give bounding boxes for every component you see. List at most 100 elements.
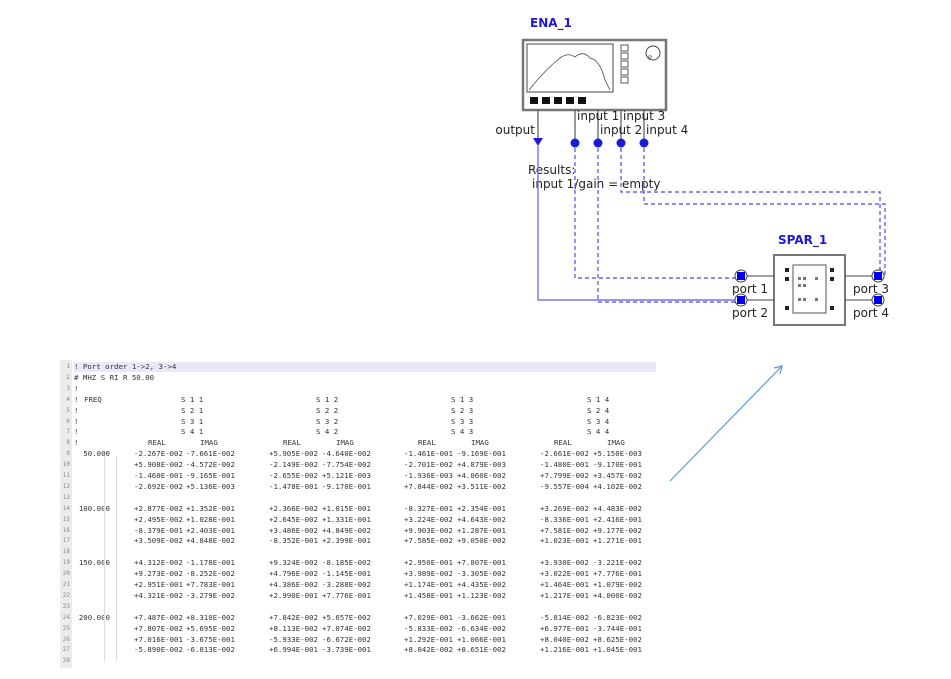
real-value: +7.016E-001 [134, 634, 183, 644]
real-value: +2.877E-002 [134, 503, 183, 513]
port-2-label: port 2 [732, 306, 768, 320]
spar-component[interactable] [746, 254, 873, 326]
spar-ports[interactable] [734, 269, 885, 307]
data-row: 100.000+2.877E-002+1.352E-001+2.366E-002… [74, 504, 656, 514]
line-number: 9 [66, 450, 70, 458]
pin-label-input-1: input 1 [577, 109, 619, 123]
real-value: +7.807E-002 [134, 623, 183, 633]
imag-value: -9.170E-001 [322, 481, 371, 491]
results-label: Results: [528, 163, 575, 177]
imag-header: IMAG [336, 438, 354, 448]
editor-line: # MHZ S RI R 50.00 [74, 373, 656, 383]
pin-label-input-2: input 2 [600, 123, 642, 137]
port-1-label: port 1 [732, 282, 768, 296]
real-value: -2.701E-002 [404, 460, 453, 470]
imag-value: -3.739E-001 [322, 645, 371, 655]
imag-value: -4.572E-002 [186, 460, 235, 470]
data-row: +9.273E-002-8.252E-002+4.796E-002-1.145E… [74, 569, 656, 579]
header-line: # MHZ S RI R 50.00 [74, 372, 155, 382]
line-number: 20 [62, 570, 70, 578]
imag-header: IMAG [471, 438, 489, 448]
real-value: +2.951E-001 [134, 580, 183, 589]
line-number-gutter [60, 360, 72, 668]
line-number: 12 [62, 482, 70, 490]
data-row: +3.509E-002+4.848E-002-8.352E-001+2.399E… [74, 536, 656, 546]
param-header: S 3 3 [451, 416, 474, 426]
ena-instrument[interactable] [521, 38, 668, 112]
data-row: 50.000-2.267E-002-7.661E-002+5.905E-002-… [74, 449, 656, 459]
real-value: +7.844E-002 [404, 481, 453, 491]
line-number: 16 [62, 526, 70, 534]
real-value: -2.149E-002 [269, 460, 318, 470]
imag-value: -6.823E-002 [593, 612, 642, 622]
real-value: -1.461E-001 [404, 449, 453, 459]
imag-value: +5.136E-003 [186, 481, 235, 491]
imag-value: +8.310E-002 [186, 612, 235, 622]
data-row: +2.951E-001+7.783E-001+4.386E-002-3.288E… [74, 580, 656, 590]
editor-line [74, 493, 656, 503]
editor-line: ! Port order 1->2, 3->4 [74, 362, 656, 372]
imag-value: +3.457E-002 [593, 471, 642, 480]
imag-value: +7.776E-001 [322, 590, 371, 600]
real-value: +7.487E-002 [134, 612, 183, 622]
imag-value: -3.744E-001 [593, 623, 642, 633]
real-value: +4.796E-002 [269, 569, 318, 579]
imag-value: +7.776E-001 [593, 569, 642, 579]
imag-value: +2.416E-001 [593, 514, 642, 524]
imag-value: -1.145E-001 [322, 569, 371, 579]
line-number: 28 [62, 657, 70, 665]
imag-value: -6.813E-002 [186, 645, 235, 655]
comment-mark: ! [74, 416, 79, 426]
real-value: +1.023E-001 [540, 536, 589, 546]
line-number: 13 [62, 493, 70, 501]
imag-value: -9.170E-001 [593, 460, 642, 470]
imag-value: +4.643E-002 [457, 514, 506, 524]
real-value: -5.833E-002 [404, 623, 453, 633]
wires[interactable] [537, 146, 886, 303]
imag-value: +8.651E-002 [457, 645, 506, 655]
line-number: 17 [62, 537, 70, 545]
real-value: +1.464E-001 [540, 580, 589, 589]
real-value: +6.994E-001 [269, 645, 318, 655]
ena-title: ENA_1 [530, 16, 572, 31]
imag-value: +4.879E-003 [457, 460, 506, 470]
imag-value: +9.050E-002 [457, 536, 506, 546]
imag-value: +5.695E-002 [186, 623, 235, 633]
real-value: -8.327E-001 [404, 503, 453, 513]
real-value: +9.903E-002 [404, 525, 453, 535]
output-pin-icon[interactable] [533, 138, 543, 146]
imag-value: +7.074E-002 [322, 623, 371, 633]
imag-value: +1.287E-001 [457, 525, 506, 535]
imag-value: -3.279E-002 [186, 590, 235, 600]
line-number: 18 [62, 548, 70, 556]
line-number: 7 [66, 428, 70, 436]
real-value: +1.216E-001 [540, 645, 589, 655]
real-value: -5.933E-002 [269, 634, 318, 644]
input-pins[interactable] [570, 138, 649, 148]
real-value: +4.312E-002 [134, 558, 183, 568]
real-value: +7.799E-002 [540, 471, 589, 480]
imag-value: -3.662E-001 [457, 612, 506, 622]
imag-value: +5.150E-003 [593, 449, 642, 459]
imag-value: +1.271E-001 [593, 536, 642, 546]
imag-value: -1.178E-001 [186, 558, 235, 568]
imag-header: IMAG [607, 438, 625, 448]
real-value: +3.930E-002 [540, 558, 589, 568]
imag-value: +4.849E-002 [322, 525, 371, 535]
real-value: +7.029E-001 [404, 612, 453, 622]
real-value: -2.655E-002 [269, 471, 318, 480]
line-number: 2 [66, 373, 70, 381]
real-value: +9.273E-002 [134, 569, 183, 579]
results-value: input 1/gain = empty [532, 177, 660, 191]
imag-value: -3.221E-002 [593, 558, 642, 568]
real-value: +1.458E-001 [404, 590, 453, 600]
data-row: 150.000+4.312E-002-1.178E-001+9.324E-002… [74, 558, 656, 568]
param-header: S 2 3 [451, 405, 474, 415]
real-header: REAL [554, 438, 572, 448]
line-number: 11 [62, 472, 70, 479]
param-header: S 1 3 [451, 394, 474, 404]
editor-line: ! [74, 384, 656, 394]
